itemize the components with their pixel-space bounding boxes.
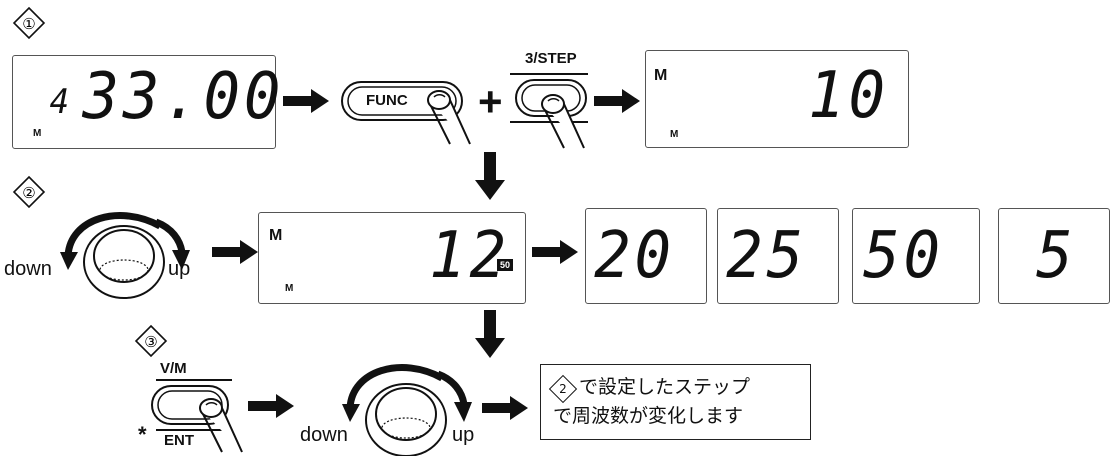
result-note: 2 で設定したステップ で周波数が変化します	[540, 364, 811, 440]
memory-indicator: M	[654, 67, 668, 84]
memory-indicator: M	[269, 227, 283, 244]
arrow-right-icon	[248, 394, 294, 418]
dial-down-label: down	[4, 258, 52, 280]
plus-sign: +	[478, 78, 503, 125]
frequency-readout: 33.00	[82, 60, 285, 134]
lcd-dial-display: M M 12 50	[258, 212, 526, 304]
step-option-50: 50	[852, 208, 980, 304]
memory-indicator-small: M	[285, 283, 294, 294]
dial-icon	[60, 212, 190, 299]
finger-icon	[541, 94, 585, 149]
step-2-ref-icon: 2	[548, 374, 578, 404]
asterisk-mark: *	[138, 422, 147, 447]
step-ref-number: 2	[559, 382, 567, 396]
step-readout: 10	[808, 59, 889, 133]
finger-icon	[199, 398, 243, 453]
dial-up-label: up	[168, 258, 191, 280]
arrow-right-icon	[482, 396, 528, 420]
diamond-icon: ③	[134, 324, 168, 358]
arrow-right-icon	[212, 240, 258, 264]
tuning-dial-2[interactable]	[342, 352, 472, 457]
memory-indicator-small: M	[670, 129, 679, 140]
step-1-number: ①	[22, 15, 35, 33]
step-option-20: 20	[585, 208, 707, 304]
diamond-icon: ①	[12, 6, 46, 40]
step-option-value: 25	[726, 219, 807, 293]
step-option-value: 50	[863, 219, 944, 293]
step-button-label: 3/STEP	[525, 50, 577, 67]
step-3-marker: ③	[134, 324, 168, 362]
button-outline-icon	[341, 81, 463, 121]
lcd-initial-display: M 4 33.00	[12, 55, 281, 149]
vm-button-label: V/M	[160, 360, 187, 377]
arrow-right-icon	[532, 240, 578, 264]
dial-up-label-2: up	[452, 424, 475, 446]
step-readout: 12	[429, 219, 510, 293]
note-text-1: で設定したステップ	[579, 376, 751, 398]
arrow-right-icon	[594, 89, 640, 113]
lcd-step-display: M M 10	[645, 50, 909, 148]
step-option-25: 25	[717, 208, 839, 304]
ent-button-label: ENT	[164, 432, 194, 449]
finger-icon	[427, 90, 471, 145]
arrow-down-icon	[475, 152, 505, 200]
note-line-1: 2 で設定したステップ	[548, 373, 798, 404]
func-button[interactable]: FUNC	[340, 78, 464, 124]
step-option-5: 5	[998, 208, 1110, 304]
step-option-value: 5	[1036, 219, 1077, 293]
tuning-dial[interactable]	[60, 200, 190, 304]
arrow-right-icon	[283, 89, 329, 113]
dial-icon	[342, 364, 472, 457]
step-option-value: 20	[594, 219, 675, 293]
func-button-label: FUNC	[366, 92, 408, 109]
dial-down-label-2: down	[300, 424, 348, 446]
step-2-number: ②	[22, 184, 35, 202]
band-digit: 4	[49, 82, 73, 122]
note-text-2: で周波数が変化します	[553, 405, 744, 427]
arrow-down-icon	[475, 310, 505, 358]
diamond-icon: ②	[12, 175, 46, 209]
step-1-marker: ①	[12, 6, 46, 44]
step-3-number: ③	[144, 333, 157, 351]
step-2-marker: ②	[12, 175, 46, 213]
khz-badge: 50	[497, 259, 514, 271]
memory-indicator: M	[33, 128, 42, 139]
